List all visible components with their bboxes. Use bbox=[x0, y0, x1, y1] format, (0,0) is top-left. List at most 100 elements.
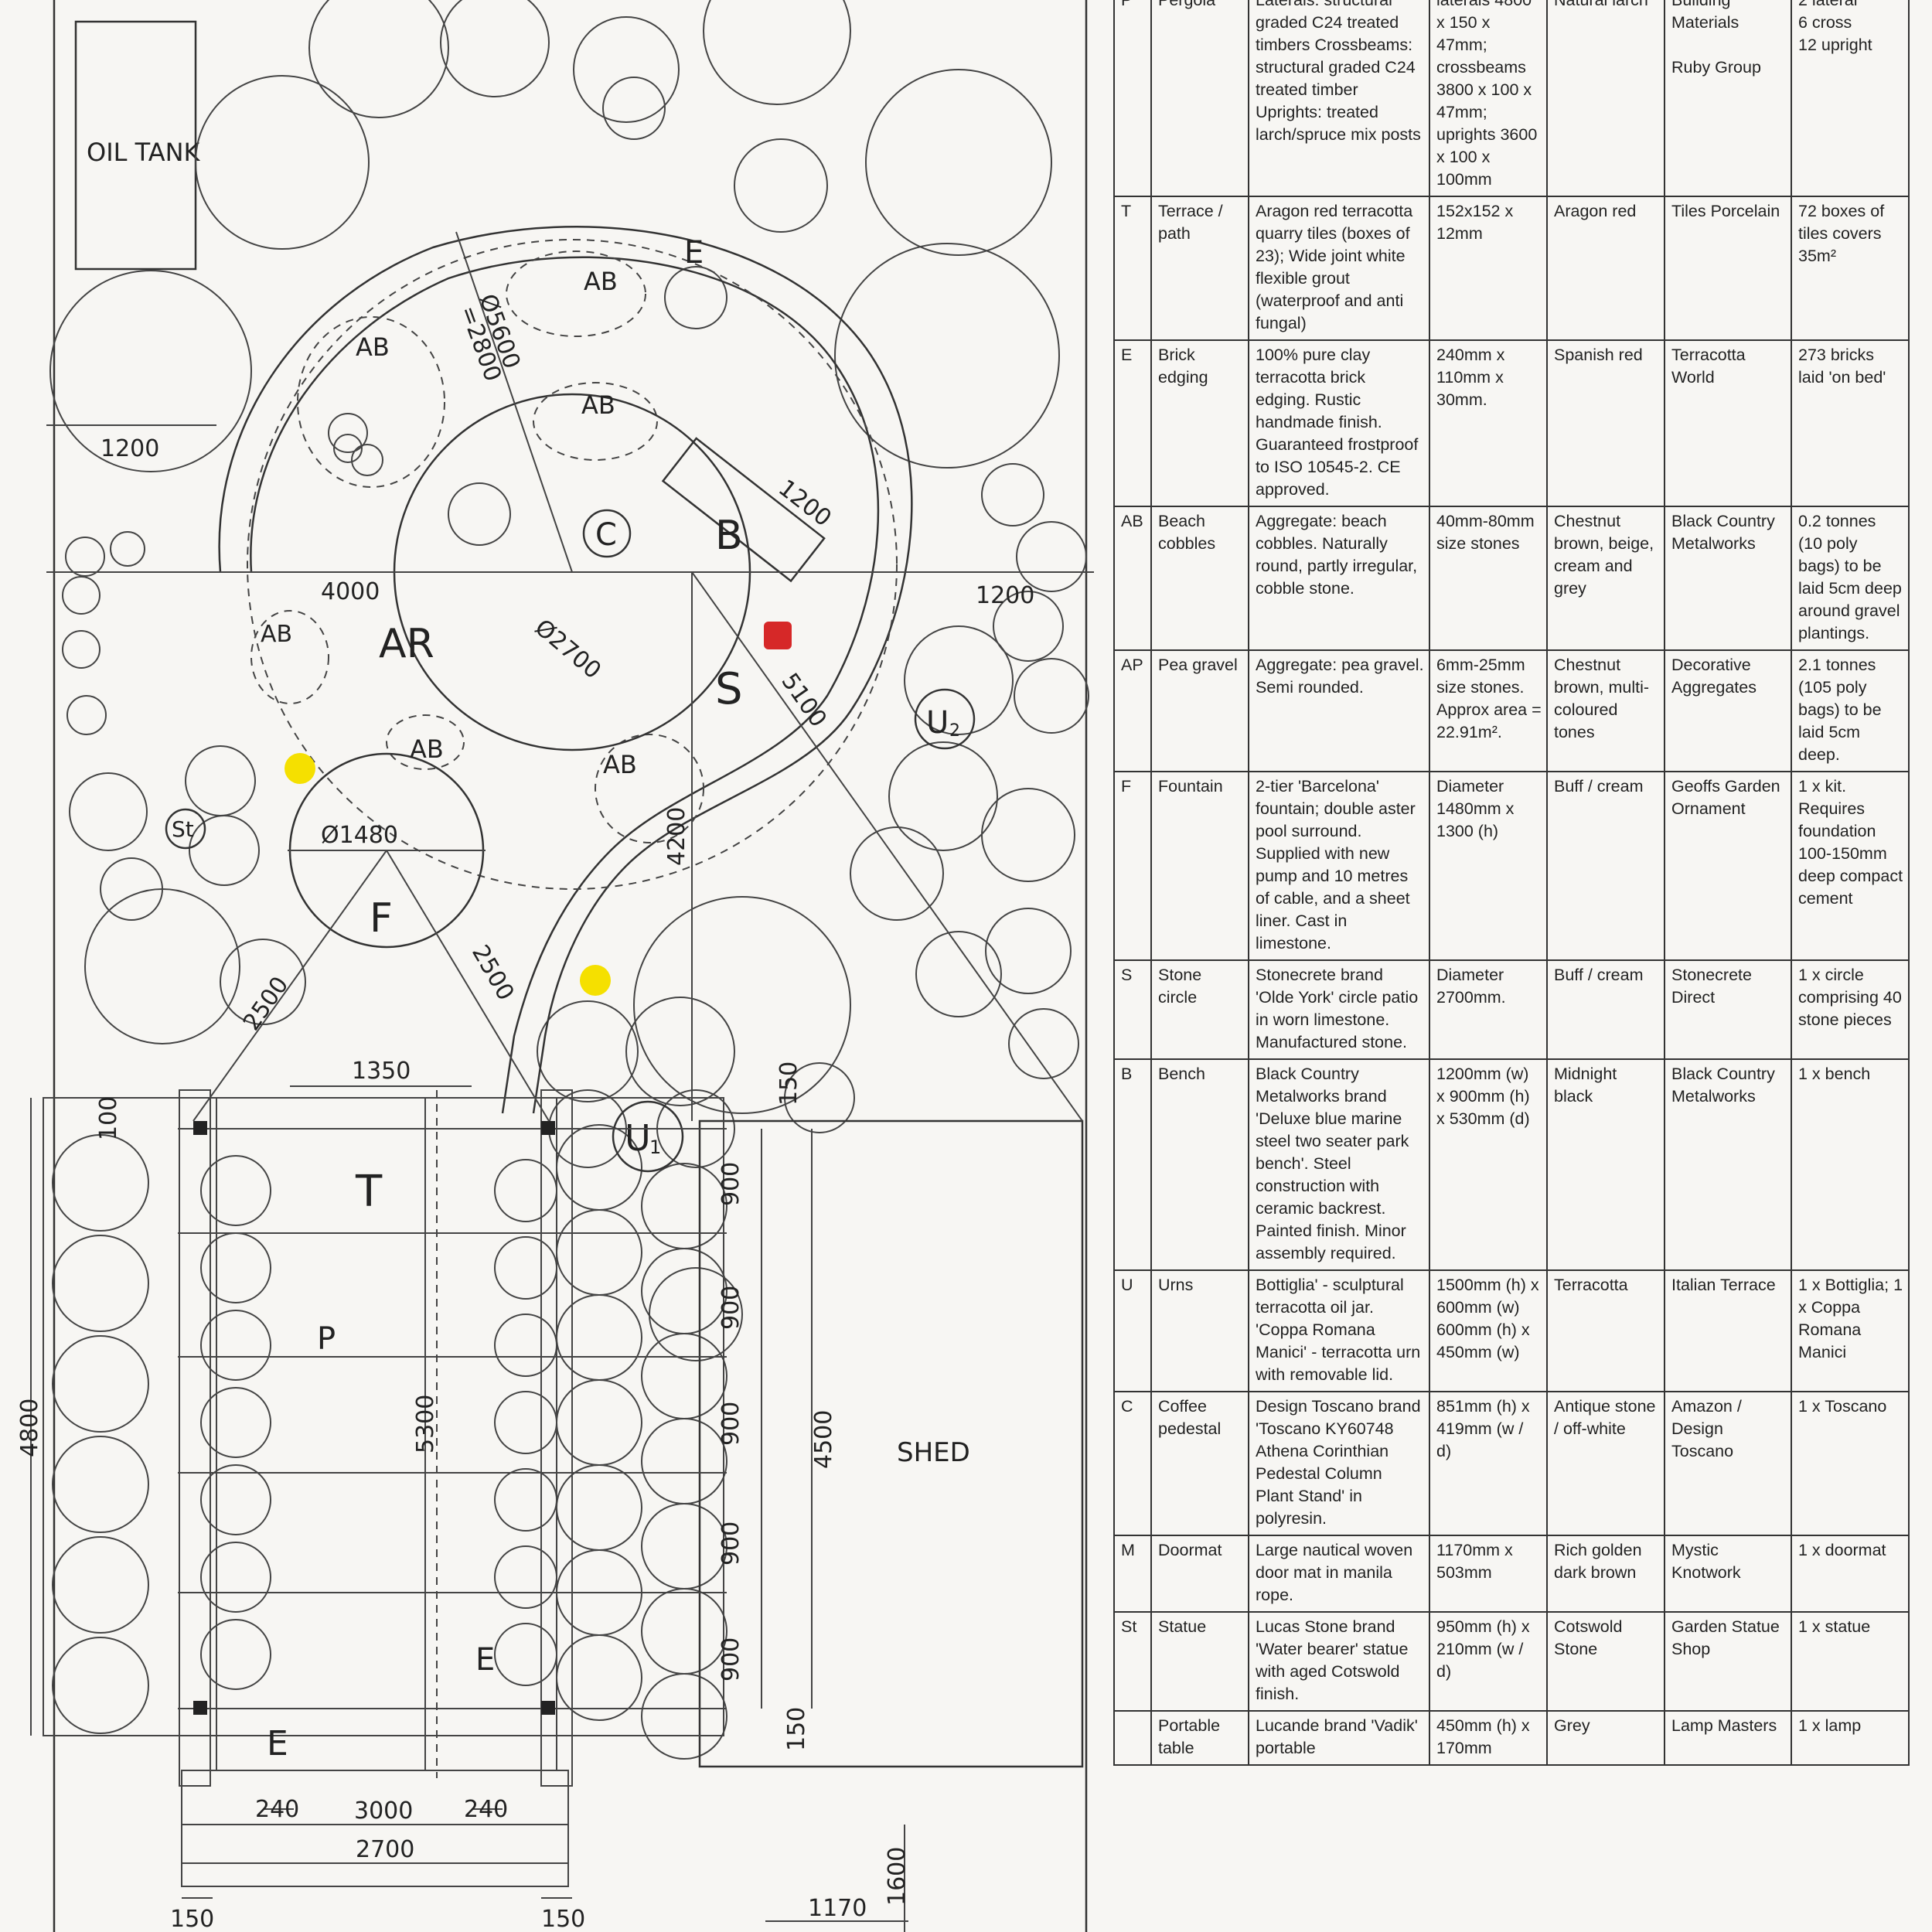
edging-label-top: E bbox=[684, 235, 704, 271]
spec-cell-size: 1170mm x 503mm bbox=[1429, 1535, 1548, 1613]
urn-2-sub: 2 bbox=[949, 721, 960, 741]
dim-3000: 3000 bbox=[354, 1797, 413, 1825]
spec-cell-size: laterals 4800 x 150 x 47mm; crossbeams 3… bbox=[1429, 0, 1548, 197]
spec-cell-spec: Large nautical woven door mat in manila … bbox=[1248, 1535, 1430, 1613]
dim-4000: 4000 bbox=[321, 578, 380, 605]
spec-cell-qty: 1 x Bottiglia; 1 x Coppa Romana Manici bbox=[1791, 1269, 1910, 1392]
dim-150-top: 150 bbox=[775, 1061, 802, 1106]
spec-cell-item: Portable table bbox=[1150, 1710, 1249, 1766]
spec-cell-supplier: Garden Statue Shop bbox=[1664, 1611, 1792, 1712]
beach-label: AB bbox=[603, 750, 637, 779]
dim-1480: Ø1480 bbox=[321, 822, 398, 849]
dim-4800: 4800 bbox=[16, 1399, 43, 1457]
spec-cell-code: AB bbox=[1113, 506, 1152, 651]
spec-cell-spec: Lucas Stone brand 'Water bearer' statue … bbox=[1248, 1611, 1430, 1712]
dim-5300: 5300 bbox=[412, 1395, 439, 1453]
spec-cell-code bbox=[1113, 1710, 1152, 1766]
beach-label: AB bbox=[410, 734, 444, 764]
spec-cell-supplier: Terracotta World bbox=[1664, 339, 1792, 507]
spec-cell-supplier: Mystic Knotwork bbox=[1664, 1535, 1792, 1613]
dim-900: 900 bbox=[717, 1521, 745, 1566]
spec-cell-colour: Chestnut brown, beige, cream and grey bbox=[1546, 506, 1665, 651]
spec-cell-code: B bbox=[1113, 1058, 1152, 1271]
bench-label: B bbox=[715, 513, 743, 559]
spec-cell-qty: 273 bricks laid 'on bed' bbox=[1791, 339, 1910, 507]
spec-cell-size: 1500mm (h) x 600mm (w) 600mm (h) x 450mm… bbox=[1429, 1269, 1548, 1392]
dim-900: 900 bbox=[717, 1286, 745, 1330]
spec-cell-size: 40mm-80mm size stones bbox=[1429, 506, 1548, 651]
spec-cell-size: Diameter 2700mm. bbox=[1429, 959, 1548, 1060]
stone-label: S bbox=[715, 664, 743, 714]
spec-cell-item: Urns bbox=[1150, 1269, 1249, 1392]
dashed-planting-groups bbox=[250, 250, 704, 843]
urn-2-label: U bbox=[926, 705, 949, 741]
spec-cell-code: P bbox=[1113, 0, 1152, 197]
shed-label: SHED bbox=[897, 1437, 970, 1468]
pergola-planting bbox=[52, 1124, 727, 1760]
oil-tank-label: OIL TANK bbox=[87, 138, 201, 167]
yellow-marker bbox=[285, 753, 315, 784]
spec-cell-colour: Terracotta bbox=[1546, 1269, 1665, 1392]
site-boundary bbox=[53, 0, 1088, 1932]
spec-cell-spec: Aggregate: beach cobbles. Naturally roun… bbox=[1248, 506, 1430, 651]
dim-240-right: 240 bbox=[464, 1796, 508, 1823]
dim-150-bottom-left: 150 bbox=[170, 1906, 214, 1932]
beach-label: AB bbox=[584, 267, 618, 296]
beach-label: AB bbox=[261, 621, 292, 648]
spec-cell-colour: Antique stone / off-white bbox=[1546, 1391, 1665, 1536]
spec-cell-item: Bench bbox=[1150, 1058, 1249, 1271]
spec-cell-item: Doormat bbox=[1150, 1535, 1249, 1613]
spec-cell-item: Stone circle bbox=[1150, 959, 1249, 1060]
brick-edging-path bbox=[218, 226, 913, 1114]
spec-cell-supplier: Black Country Metalworks bbox=[1664, 1058, 1792, 1271]
spec-cell-colour: Aragon red bbox=[1546, 196, 1665, 341]
statue-label: St bbox=[172, 816, 194, 842]
dim-1200-right: 1200 bbox=[976, 582, 1034, 609]
dim-2700: 2700 bbox=[356, 1836, 414, 1863]
spec-cell-item: Statue bbox=[1150, 1611, 1249, 1712]
dim-4500: 4500 bbox=[810, 1410, 837, 1469]
spec-cell-supplier: Stonecrete Direct bbox=[1664, 959, 1792, 1060]
planting-circles bbox=[49, 0, 1089, 1361]
spec-cell-qty: 1 x bench bbox=[1791, 1058, 1910, 1271]
spec-cell-size: 450mm (h) x 170mm bbox=[1429, 1710, 1548, 1766]
dim-900: 900 bbox=[717, 1637, 745, 1682]
dim-900: 900 bbox=[717, 1162, 745, 1206]
spec-cell-size: 6mm-25mm size stones. Approx area = 22.9… bbox=[1429, 649, 1548, 772]
spec-cell-spec: 100% pure clay terracotta brick edging. … bbox=[1248, 339, 1430, 507]
spec-cell-size: Diameter 1480mm x 1300 (h) bbox=[1429, 771, 1548, 961]
dim-2500-left: 2500 bbox=[238, 972, 294, 1036]
dim-100: 100 bbox=[95, 1096, 122, 1140]
oil-tank: OIL TANK bbox=[74, 20, 201, 271]
spec-cell-qty: 1 x statue bbox=[1791, 1611, 1910, 1712]
dim-900: 900 bbox=[717, 1402, 745, 1446]
spec-cell-code: C bbox=[1113, 1391, 1152, 1536]
spec-cell-item: Fountain bbox=[1150, 771, 1249, 961]
spec-cell-item: Terrace / path bbox=[1150, 196, 1249, 341]
pergola-structure bbox=[43, 1089, 727, 1887]
dim-240-left: 240 bbox=[255, 1796, 299, 1823]
spec-cell-qty: 2 lateral 6 cross 12 upright bbox=[1791, 0, 1910, 197]
spec-cell-supplier: Geoffs Garden Ornament bbox=[1664, 771, 1792, 961]
garden-circle-outline bbox=[247, 239, 898, 890]
spec-cell-code: AP bbox=[1113, 649, 1152, 772]
dim-2700-circle: Ø2700 bbox=[530, 614, 606, 684]
spec-cell-colour: Chestnut brown, multi-coloured tones bbox=[1546, 649, 1665, 772]
spec-cell-code: St bbox=[1113, 1611, 1152, 1712]
pergola-label: P bbox=[317, 1321, 336, 1357]
spec-cell-code: E bbox=[1113, 339, 1152, 507]
spec-cell-code: S bbox=[1113, 959, 1152, 1060]
spec-cell-supplier: Building Materials Ruby Group bbox=[1664, 0, 1792, 197]
spec-cell-qty: 0.2 tonnes (10 poly bags) to be laid 5cm… bbox=[1791, 506, 1910, 651]
dim-4200: 4200 bbox=[663, 807, 690, 866]
urn-1-label: U bbox=[625, 1117, 651, 1159]
spec-cell-spec: Laterals: structural graded C24 treated … bbox=[1248, 0, 1430, 197]
